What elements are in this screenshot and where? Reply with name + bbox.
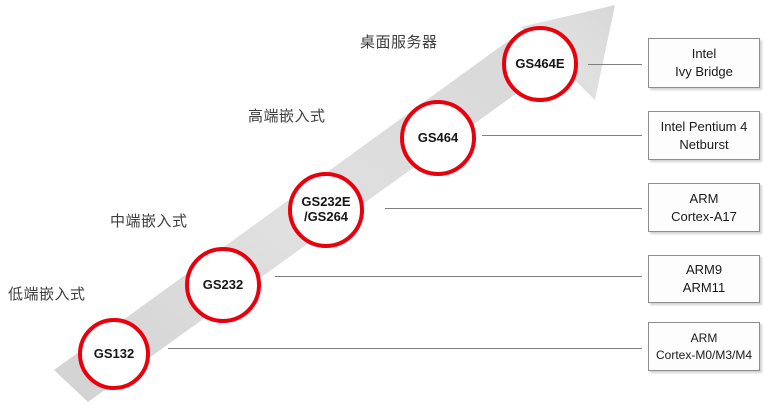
connector-gs464e: [588, 64, 642, 65]
connector-gs232e-gs264: [385, 208, 642, 209]
connector-gs132: [168, 348, 642, 349]
node-gs132-label: GS132: [93, 345, 135, 361]
chip-box-cortex-m-line2: Cortex-M0/M3/M4: [655, 347, 753, 362]
chip-box-pentium4-line2: Netburst: [679, 136, 729, 152]
chip-box-arm9-line1: ARM9: [685, 262, 723, 278]
tier-label-high-end-embedded: 高端嵌入式: [248, 107, 326, 125]
node-gs264-label: /GS264: [303, 209, 349, 224]
tier-label-desktop-server: 桌面服务器: [360, 33, 438, 51]
node-gs464[interactable]: GS464: [400, 100, 476, 176]
connector-gs464: [482, 135, 642, 136]
chip-box-arm-cortex-m0-m3-m4[interactable]: ARM Cortex-M0/M3/M4: [648, 322, 760, 371]
node-gs232[interactable]: GS232: [185, 247, 261, 323]
chip-box-intel-ivy-bridge-line1: Intel: [691, 46, 717, 62]
chip-box-intel-ivy-bridge[interactable]: Intel Ivy Bridge: [648, 38, 760, 88]
node-gs232e-label: GS232E: [301, 194, 351, 210]
node-gs464e[interactable]: GS464E: [502, 26, 578, 102]
chip-box-arm-cortex-a17[interactable]: ARM Cortex-A17: [648, 183, 760, 232]
tier-label-low-end-embedded: 低端嵌入式: [8, 285, 86, 303]
node-gs464-label: GS464: [417, 129, 459, 145]
chip-box-arm11-line2: ARM11: [682, 280, 726, 295]
node-gs232e-gs264[interactable]: GS232E /GS264: [288, 172, 364, 248]
node-gs232-label: GS232: [202, 276, 244, 292]
chip-box-cortex-a17-line1: ARM: [689, 190, 719, 206]
chip-box-cortex-a17-line2: Cortex-A17: [671, 208, 737, 224]
tier-label-mid-end-embedded: 中端嵌入式: [110, 212, 188, 230]
chip-box-intel-pentium-4-netburst[interactable]: Intel Pentium 4 Netburst: [648, 111, 760, 160]
connector-gs232: [275, 276, 642, 277]
chip-box-cortex-m-line1: ARM: [690, 331, 718, 346]
node-gs464e-label: GS464E: [515, 55, 565, 71]
node-gs132[interactable]: GS132: [78, 318, 150, 390]
chip-box-pentium4-line1: Intel Pentium 4: [660, 118, 748, 134]
chip-box-arm9-arm11[interactable]: ARM9 ARM11: [648, 255, 760, 303]
chip-box-intel-ivy-bridge-line2: Ivy Bridge: [675, 64, 733, 79]
